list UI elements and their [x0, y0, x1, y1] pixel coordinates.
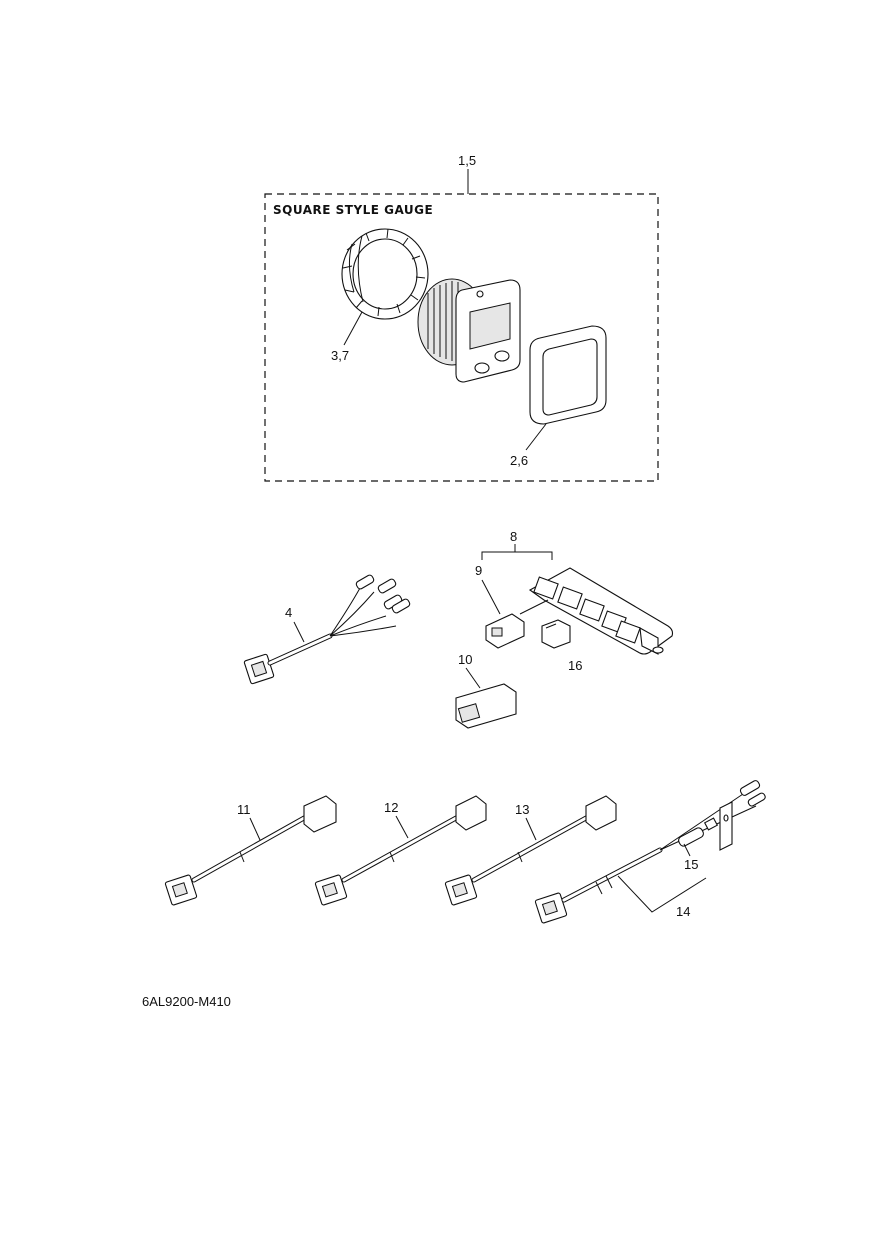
callout-1-5: 1,5 — [458, 153, 476, 168]
callout-14: 14 — [676, 904, 690, 919]
leader-11 — [249, 817, 261, 841]
callout-4: 4 — [285, 605, 292, 620]
callout-10: 10 — [458, 652, 472, 667]
leader-4 — [293, 621, 305, 643]
callout-9: 9 — [475, 563, 482, 578]
callout-16: 16 — [568, 658, 582, 673]
callout-8: 8 — [510, 529, 517, 544]
gauge-kit-title: SQUARE STYLE GAUGE — [273, 203, 433, 217]
callout-2-6: 2,6 — [510, 453, 528, 468]
connector-9 — [485, 613, 525, 649]
leader-3-7 — [343, 311, 363, 346]
connector-hub — [528, 567, 674, 655]
leader-9 — [481, 579, 501, 615]
leader-10 — [465, 667, 481, 689]
extension-harness-13 — [444, 795, 617, 906]
fuse-holder-15 — [678, 801, 733, 851]
leader-13 — [525, 817, 537, 841]
branch-wire-lead — [243, 574, 411, 685]
callout-11: 11 — [237, 802, 251, 817]
gauge-kit-dashed-frame — [264, 193, 659, 482]
leader-2-6 — [525, 423, 547, 451]
callout-12: 12 — [384, 800, 398, 815]
leader-12 — [395, 815, 409, 839]
gauge-kit-group: 1,5 SQUARE STYLE GAUGE 3,7 2,6 — [264, 153, 659, 482]
square-gauge — [417, 278, 521, 383]
gauge-bezel — [529, 325, 607, 425]
ring-nut — [341, 228, 429, 320]
leader-14 — [617, 875, 707, 913]
cap-16 — [541, 619, 571, 649]
leader-15 — [683, 843, 691, 857]
connector-10 — [455, 683, 517, 729]
drawing-code: 6AL9200-M410 — [142, 994, 231, 1009]
leader-8 — [481, 551, 553, 560]
callout-13: 13 — [515, 802, 529, 817]
extension-harness-11 — [164, 795, 337, 906]
leader-9-to-hub — [519, 599, 549, 615]
main-harness-14 — [534, 780, 766, 924]
extension-harness-12 — [314, 795, 487, 906]
callout-15: 15 — [684, 857, 698, 872]
callout-3-7: 3,7 — [331, 348, 349, 363]
